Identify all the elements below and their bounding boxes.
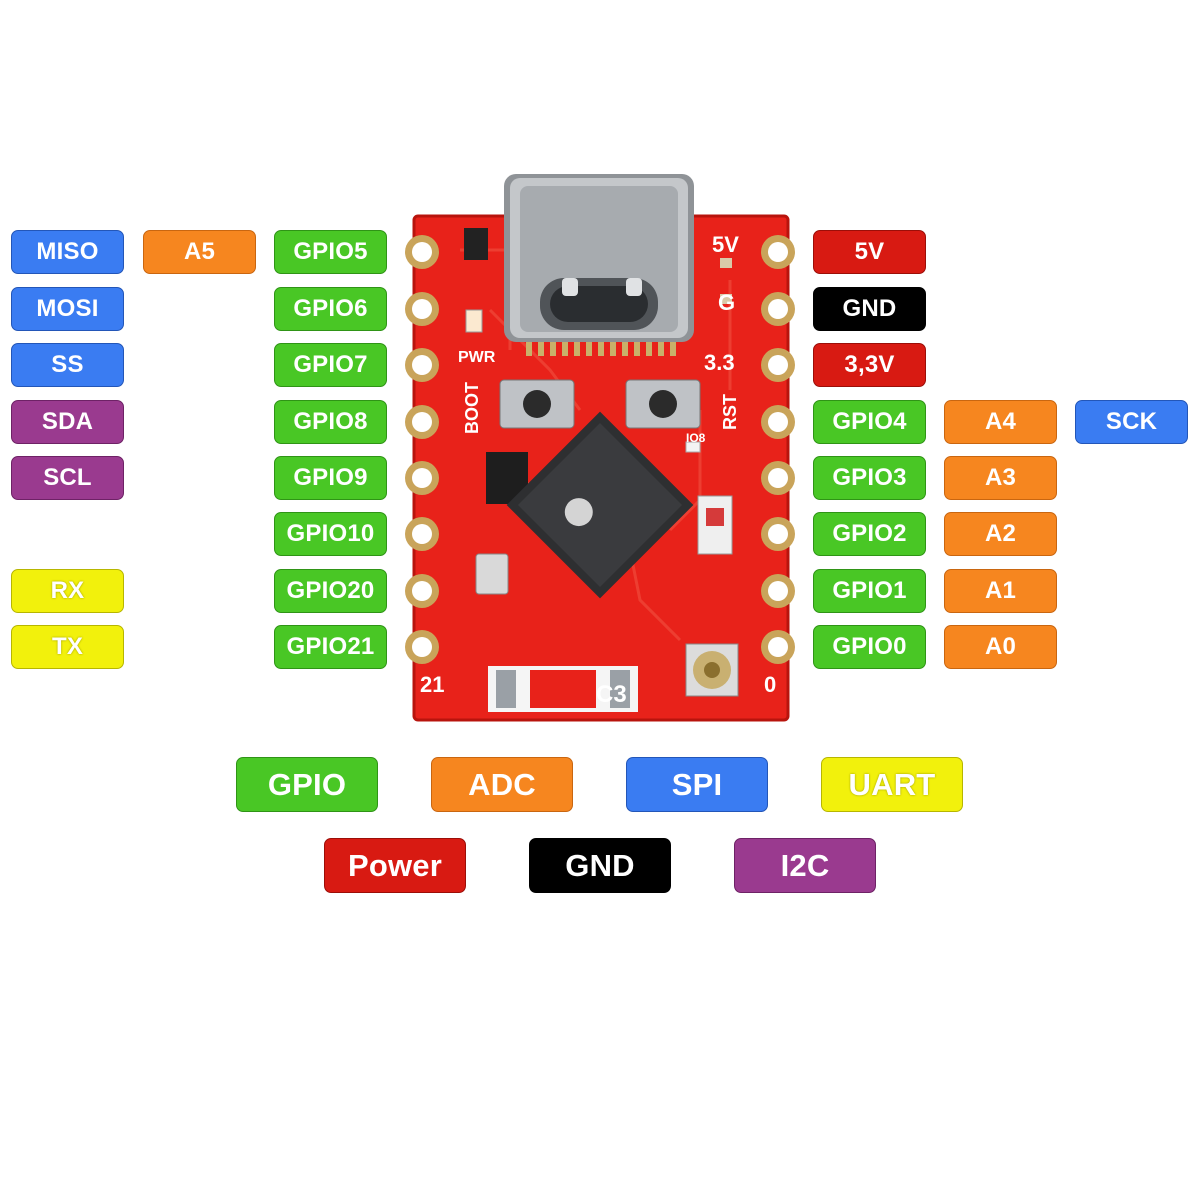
label-a5: A5 <box>143 230 256 274</box>
label-gpio9: GPIO9 <box>274 456 387 500</box>
label-a1: A1 <box>944 569 1057 613</box>
pin-hole-left <box>405 235 439 269</box>
legend-i2c: I2C <box>734 838 876 893</box>
usb-c-connector <box>504 174 694 356</box>
label-gpio1: GPIO1 <box>813 569 926 613</box>
silk-21: 21 <box>420 672 444 697</box>
antenna-connector <box>685 643 739 697</box>
pin-hole-right <box>761 235 795 269</box>
legend-uart: UART <box>821 757 963 812</box>
label-sck: SCK <box>1075 400 1188 444</box>
label-gpio2: GPIO2 <box>813 512 926 556</box>
pin-hole-left <box>405 348 439 382</box>
label-rx: RX <box>11 569 124 613</box>
pin-hole-left <box>405 630 439 664</box>
silk-boot: BOOT <box>462 382 482 434</box>
label-3v3: 3,3V <box>813 343 926 387</box>
label-gpio6: GPIO6 <box>274 287 387 331</box>
pin-hole-left <box>405 461 439 495</box>
pin-hole-right <box>761 461 795 495</box>
silk-rst: RST <box>720 394 740 430</box>
legend-spi: SPI <box>626 757 768 812</box>
label-scl: SCL <box>11 456 124 500</box>
silk-0: 0 <box>764 672 776 697</box>
label-gpio5: GPIO5 <box>274 230 387 274</box>
label-mosi: MOSI <box>11 287 124 331</box>
silk-c3: C3 <box>596 681 627 708</box>
silk-33: 3.3 <box>704 350 735 375</box>
label-gpio4: GPIO4 <box>813 400 926 444</box>
silk-g: G <box>718 290 735 315</box>
label-gpio10: GPIO10 <box>274 512 387 556</box>
label-a2: A2 <box>944 512 1057 556</box>
label-gpio20: GPIO20 <box>274 569 387 613</box>
label-gpio7: GPIO7 <box>274 343 387 387</box>
pin-hole-right <box>761 574 795 608</box>
label-sda: SDA <box>11 400 124 444</box>
pin-hole-right <box>761 517 795 551</box>
label-a4: A4 <box>944 400 1057 444</box>
silk-pwr: PWR <box>458 349 496 366</box>
label-gpio21: GPIO21 <box>274 625 387 669</box>
pin-hole-left <box>405 292 439 326</box>
pin-hole-right <box>761 405 795 439</box>
label-a3: A3 <box>944 456 1057 500</box>
label-ss: SS <box>11 343 124 387</box>
legend-gnd: GND <box>529 838 671 893</box>
rgb-led <box>697 495 733 555</box>
label-a0: A0 <box>944 625 1057 669</box>
legend-power: Power <box>324 838 466 893</box>
label-gpio8: GPIO8 <box>274 400 387 444</box>
label-tx: TX <box>11 625 124 669</box>
pin-hole-right <box>761 292 795 326</box>
label-miso: MISO <box>11 230 124 274</box>
silk-io8: IO8 <box>686 431 706 445</box>
boot-button <box>499 379 575 429</box>
label-gnd: GND <box>813 287 926 331</box>
pin-hole-right <box>761 348 795 382</box>
pin-hole-left <box>405 574 439 608</box>
right-pin-holes <box>761 235 795 664</box>
reset-button <box>625 379 701 429</box>
label-5v: 5V <box>813 230 926 274</box>
c3-area <box>488 666 638 712</box>
esp32-c3-board: 5V G 3.3 RST BOOT PWR IO8 21 0 C3 <box>405 174 795 722</box>
pin-hole-right <box>761 630 795 664</box>
label-gpio0: GPIO0 <box>813 625 926 669</box>
legend-adc: ADC <box>431 757 573 812</box>
label-gpio3: GPIO3 <box>813 456 926 500</box>
pin-hole-left <box>405 517 439 551</box>
legend-gpio: GPIO <box>236 757 378 812</box>
left-pin-holes <box>405 235 439 664</box>
silk-5v: 5V <box>712 232 739 257</box>
pin-hole-left <box>405 405 439 439</box>
